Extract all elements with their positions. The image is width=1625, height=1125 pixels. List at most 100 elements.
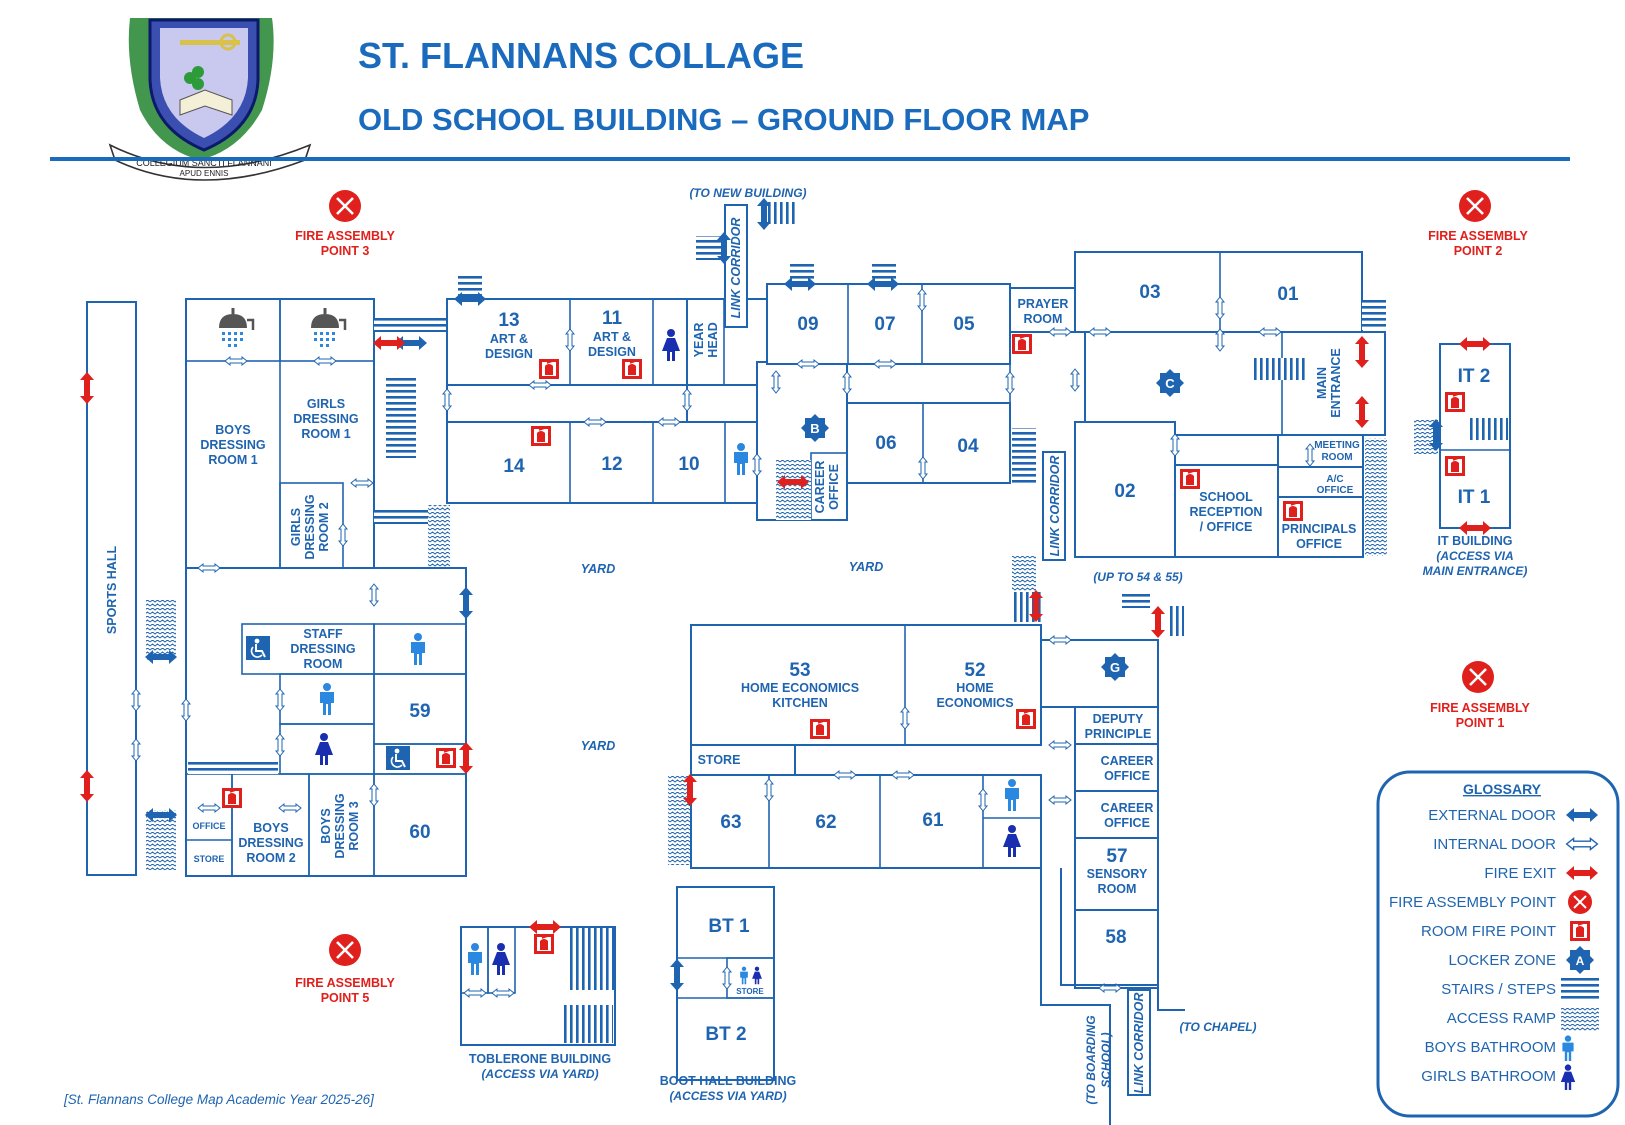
room-06: 06 — [875, 433, 896, 454]
room-fire-point-icon — [1015, 708, 1037, 730]
room-fire-point-icon — [1282, 500, 1304, 522]
fire-assembly-icon — [1567, 889, 1593, 915]
locker-zone-c-label: C — [1165, 376, 1175, 391]
prayer-room-line2: ROOM — [1024, 312, 1063, 326]
principals-office-line2: OFFICE — [1296, 537, 1342, 551]
reception-line2: RECEPTION — [1190, 505, 1263, 519]
girls-dressing-room-2-line1: GIRLS — [289, 508, 303, 546]
college-crest: COLLEGIUM SANCTI FLANNANI APUD ENNIS — [108, 18, 312, 181]
link-corridor-north — [724, 204, 748, 328]
stairs — [1168, 606, 1184, 636]
deputy-line2: PRINCIPLE — [1085, 727, 1152, 741]
year-head-line2: HEAD — [706, 322, 720, 357]
meeting-room-line2: ROOM — [1321, 452, 1352, 463]
to-chapel-label: (TO CHAPEL) — [1179, 1020, 1256, 1034]
girls-dressing-room-1-line2: DRESSING — [293, 412, 358, 426]
boot-hall-line1: BOOT HALL BUILDING — [660, 1074, 797, 1088]
room-63: 63 — [720, 812, 741, 833]
assembly-label-line1: FIRE ASSEMBLY — [295, 229, 395, 243]
footer-note: [St. Flannans College Map Academic Year … — [63, 1092, 375, 1107]
room-fire-point-icon — [809, 718, 831, 740]
reception-line1: SCHOOL — [1199, 490, 1253, 504]
room-53-sub1: HOME ECONOMICS — [741, 681, 859, 695]
room-11-sub1: ART & — [593, 330, 631, 344]
crest-motto-1: COLLEGIUM SANCTI FLANNANI — [136, 158, 272, 168]
glossary-label: LOCKER ZONE — [1448, 952, 1556, 969]
room-52-sub2: ECONOMICS — [936, 696, 1013, 710]
assembly-label-line1: FIRE ASSEMBLY — [1428, 229, 1528, 243]
boys-dressing-room-1-line1: BOYS — [215, 423, 250, 437]
it-building-line2: (ACCESS VIA — [1436, 549, 1513, 563]
it-building-line3: MAIN ENTRANCE) — [1423, 564, 1528, 578]
toblerone-line2: (ACCESS VIA YARD) — [481, 1067, 598, 1081]
assembly-label-line2: POINT 5 — [321, 991, 370, 1005]
store-label: STORE — [736, 987, 764, 996]
access-ramp — [1365, 438, 1387, 556]
room-fire-point-icon — [538, 358, 560, 380]
girls-dressing-room-2-line2: DRESSING — [303, 494, 317, 559]
glossary-label: FIRE ASSEMBLY POINT — [1389, 894, 1556, 911]
link-corridor-south — [1127, 989, 1151, 1096]
fire-assembly-icon — [1460, 659, 1496, 695]
stairs — [374, 510, 428, 524]
glossary-label: INTERNAL DOOR — [1433, 836, 1556, 853]
ac-office-line1: A/C — [1326, 474, 1343, 485]
boys-dressing-room-1-line2: DRESSING — [200, 438, 265, 452]
dressing-block — [185, 298, 375, 569]
stairs-icon — [1561, 978, 1599, 1002]
accessible-toilet-icon — [385, 745, 411, 771]
room-13-sub1: ART & — [490, 332, 528, 346]
fire-assembly-icon — [327, 188, 363, 224]
toblerone-line1: TOBLERONE BUILDING — [469, 1052, 611, 1066]
locker-zone-letter: A — [1576, 954, 1585, 968]
fire-assembly-point-1: FIRE ASSEMBLY POINT 1 — [1430, 659, 1531, 730]
boot-hall-line2: (ACCESS VIA YARD) — [669, 1089, 786, 1103]
stairs — [1012, 428, 1036, 483]
room-05: 05 — [953, 314, 975, 335]
year-head-line1: YEAR — [692, 323, 706, 358]
link-corridor-label: LINK CORRIDOR — [729, 218, 743, 319]
office-label: OFFICE — [193, 821, 226, 831]
glossary-label: BOYS BATHROOM — [1425, 1039, 1556, 1056]
boys-dressing-room-3-line3: ROOM 3 — [347, 801, 361, 850]
staff-dressing-room-line2: DRESSING — [290, 642, 355, 656]
room-it2: IT 2 — [1458, 366, 1491, 387]
career-office-2-line2: OFFICE — [1104, 769, 1150, 783]
sports-hall: SPORTS HALL — [86, 301, 137, 876]
header-rule — [50, 157, 1570, 161]
access-ramp — [776, 460, 811, 520]
room-fire-point-icon — [1011, 333, 1033, 355]
room-fire-point-icon — [221, 787, 243, 809]
room-11-sub2: DESIGN — [588, 345, 636, 359]
glossary-item: FIRE ASSEMBLY POINT — [1389, 889, 1593, 915]
room-fire-point-icon — [435, 747, 457, 769]
up-to-label: (UP TO 54 & 55) — [1093, 570, 1182, 584]
crest-motto-2: APUD ENNIS — [180, 169, 229, 178]
glossary-label: EXTERNAL DOOR — [1428, 807, 1556, 824]
stairs — [386, 378, 416, 458]
room-52: 52 — [964, 660, 985, 681]
deputy-line1: DEPUTY — [1093, 712, 1144, 726]
link-corridor-label: LINK CORRIDOR — [1048, 456, 1062, 557]
boys-dressing-room-1-line3: ROOM 1 — [208, 453, 257, 467]
room-57-sub1: SENSORY — [1087, 867, 1148, 881]
store-label: STORE — [698, 753, 741, 767]
room-61: 61 — [922, 810, 944, 831]
room-02: 02 — [1114, 481, 1135, 502]
assembly-label-line2: POINT 3 — [321, 244, 370, 258]
stairs — [374, 318, 446, 332]
stairs — [1122, 592, 1150, 608]
glossary-label: FIRE EXIT — [1484, 865, 1556, 882]
glossary-item: STAIRS / STEPS — [1441, 978, 1599, 1002]
girls-dressing-room-1-line3: ROOM 1 — [301, 427, 350, 441]
page-subtitle: OLD SCHOOL BUILDING – GROUND FLOOR MAP — [358, 102, 1089, 137]
room-bt1: BT 1 — [708, 916, 750, 937]
glossary-item: LOCKER ZONE A — [1448, 946, 1594, 974]
accessible-toilet-icon — [245, 635, 271, 661]
room-fire-point-icon — [530, 425, 552, 447]
room-fire-point-icon — [1569, 920, 1591, 942]
link-corridor-label: LINK CORRIDOR — [1132, 993, 1146, 1094]
assembly-label-line2: POINT 2 — [1454, 244, 1503, 258]
room-bt2: BT 2 — [705, 1024, 746, 1045]
stairs — [458, 276, 482, 296]
